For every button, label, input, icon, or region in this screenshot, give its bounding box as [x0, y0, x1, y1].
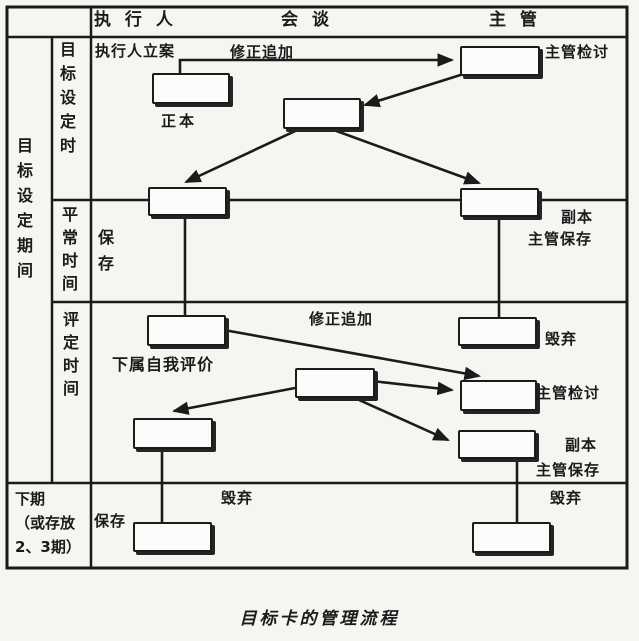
arrow-filing-to-supervisor-review [178, 53, 455, 73]
arrow-meeting-to-executor-keep [184, 123, 309, 184]
note-supervisor-keep-normal: 主管保存 [528, 230, 593, 248]
card-supervisor-copy [460, 188, 539, 217]
phase-next-line-3: 2、3期） [15, 538, 81, 556]
note-supervisor-review-eval: 主管检讨 [536, 384, 601, 402]
note-duplicate-eval: 副本 [565, 436, 598, 454]
card-meeting-eval [295, 368, 375, 398]
note-discard-next-supervisor: 毁弃 [550, 489, 583, 507]
card-executor-keep [148, 187, 227, 216]
arrow-eval-meeting-to-supervisor-copy [347, 393, 450, 442]
note-keep-normal: 保存 [95, 229, 114, 281]
note-discard-eval: 毁弃 [545, 330, 578, 348]
phase-evaluation-label: 评定时间 [60, 311, 79, 403]
arrow-eval-meeting-to-supervisor-review [371, 379, 455, 396]
note-original-copy: 正本 [161, 112, 198, 130]
card-meeting-top [283, 98, 361, 129]
card-executor-next [133, 522, 212, 552]
note-revision-top: 修正追加 [230, 43, 295, 61]
phase-setting-label: 目标设定时 [57, 41, 76, 161]
note-supervisor-review-top: 主管检讨 [545, 43, 610, 61]
note-revision-eval: 修正追加 [309, 310, 374, 328]
lane-header-meeting: 会 谈 [281, 10, 333, 30]
lane-header-supervisor: 主 管 [489, 10, 541, 30]
card-supervisor-copy-eval [458, 430, 536, 459]
card-self-evaluation [147, 315, 226, 346]
card-supervisor-review-top [460, 46, 540, 76]
phase-normal-label: 平常时间 [59, 206, 78, 298]
lane-header-executor: 执 行 人 [94, 10, 177, 30]
phase-period-label: 目标设定期间 [14, 137, 33, 287]
card-executor-filing [152, 73, 230, 104]
note-self-evaluation: 下属自我评价 [112, 355, 215, 374]
note-discard-next-executor: 毁弃 [221, 489, 254, 507]
card-supervisor-discard [458, 317, 537, 346]
diagram-caption: 目标卡的管理流程 [239, 609, 400, 629]
arrow-supervisor-review-to-meeting [363, 70, 471, 108]
phase-next-line-2: （或存放 [15, 514, 76, 532]
card-supervisor-next [472, 522, 551, 553]
table-outer-border [5, 5, 629, 570]
note-supervisor-keep-eval: 主管保存 [536, 461, 601, 479]
arrow-self-eval-to-supervisor-review [223, 328, 482, 381]
phase-next-period-label: 下期 （或存放 2、3期） [15, 487, 95, 559]
arrow-meeting-to-supervisor-copy [319, 123, 481, 185]
note-duplicate-normal: 副本 [561, 208, 594, 226]
phase-next-line-1: 下期 [15, 490, 46, 508]
note-executor-filing: 执行人立案 [95, 42, 176, 60]
card-executor-eval [133, 418, 213, 449]
card-supervisor-review-eval [460, 380, 537, 411]
note-keep-next: 保存 [94, 512, 127, 530]
arrow-eval-meeting-to-executor [171, 386, 296, 415]
